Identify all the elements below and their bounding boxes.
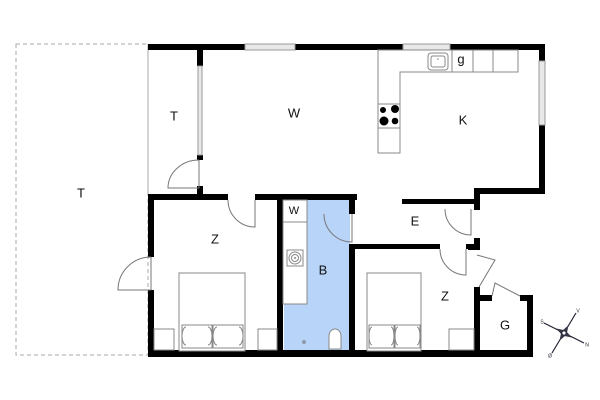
- wall-terrace-bottom: [197, 186, 203, 200]
- wall-bath-right-top: [349, 194, 355, 214]
- wall-storage-top-right: [520, 295, 533, 301]
- kitchen-counter: [377, 49, 519, 154]
- window-living-top: [244, 43, 296, 51]
- compass-label-o: Ø: [548, 353, 552, 359]
- wall-top: [148, 44, 545, 50]
- window-terrace-glass: [197, 65, 203, 156]
- wall-terrace-top: [197, 44, 203, 66]
- nightstand: [257, 328, 278, 351]
- wall-bedroom-bath: [277, 194, 283, 357]
- room-label-bedroom-right: Z: [441, 288, 449, 303]
- wall-bedroom-top-left: [148, 194, 228, 200]
- wall-step: [474, 188, 545, 194]
- wall-bottom: [148, 350, 533, 357]
- wall-entrance-bottom-right: [466, 244, 474, 249]
- door-bathroom[interactable]: [323, 213, 353, 243]
- room-label-terrace-outdoor: T: [77, 185, 85, 200]
- toilet-icon: [328, 328, 342, 350]
- wall-bedroom-top-right: [255, 194, 357, 200]
- door-bedroom-left-outside[interactable]: [117, 256, 152, 291]
- wall-bath-right: [349, 244, 355, 357]
- wall-entrance-top: [402, 199, 480, 204]
- door-front[interactable]: [476, 254, 496, 288]
- sink-icon: [427, 52, 449, 71]
- nightstand: [448, 328, 475, 351]
- sink-basin: [430, 55, 446, 68]
- door-bedroom-right[interactable]: [439, 248, 467, 276]
- compass-label-s: S: [540, 319, 544, 325]
- room-label-storage: G: [500, 317, 510, 332]
- bed-right: [366, 272, 422, 352]
- wall-storage-right: [527, 295, 533, 357]
- door-storage[interactable]: [491, 282, 521, 297]
- washbasin-icon: [286, 249, 304, 267]
- bed-left: [178, 272, 246, 352]
- room-label-terrace-covered: T: [170, 108, 178, 123]
- compass-icon: V S N Ø: [540, 308, 589, 359]
- room-label-entrance: E: [411, 213, 420, 228]
- room-label-living: W: [288, 105, 301, 120]
- wall-left-lower: [148, 290, 154, 357]
- window-kitchen-top: [402, 43, 451, 51]
- wall-storage-top-left: [474, 295, 492, 301]
- room-label-laundry: W: [289, 205, 300, 217]
- wall-left-upper: [148, 195, 154, 257]
- wall-right-lower: [474, 287, 480, 357]
- compass-label-n: N: [585, 342, 589, 348]
- room-label-kitchen-appliance: g: [457, 51, 464, 66]
- stove-icon: [379, 105, 399, 126]
- wall-terrace-stub: [197, 155, 203, 160]
- compass-label-v: V: [576, 308, 580, 314]
- door-entrance-closet[interactable]: [444, 208, 472, 236]
- window-kitchen-right: [538, 60, 546, 126]
- door-bedroom-left[interactable]: [227, 199, 256, 228]
- door-terrace[interactable]: [167, 159, 200, 189]
- room-label-bedroom-left: Z: [211, 231, 219, 246]
- nightstand: [153, 328, 175, 351]
- room-label-kitchen: K: [459, 112, 468, 127]
- wall-entrance-bottom: [355, 244, 440, 249]
- room-label-bathroom: B: [319, 262, 328, 277]
- floor-drain-icon: [302, 340, 306, 344]
- sink-drain: [437, 58, 439, 60]
